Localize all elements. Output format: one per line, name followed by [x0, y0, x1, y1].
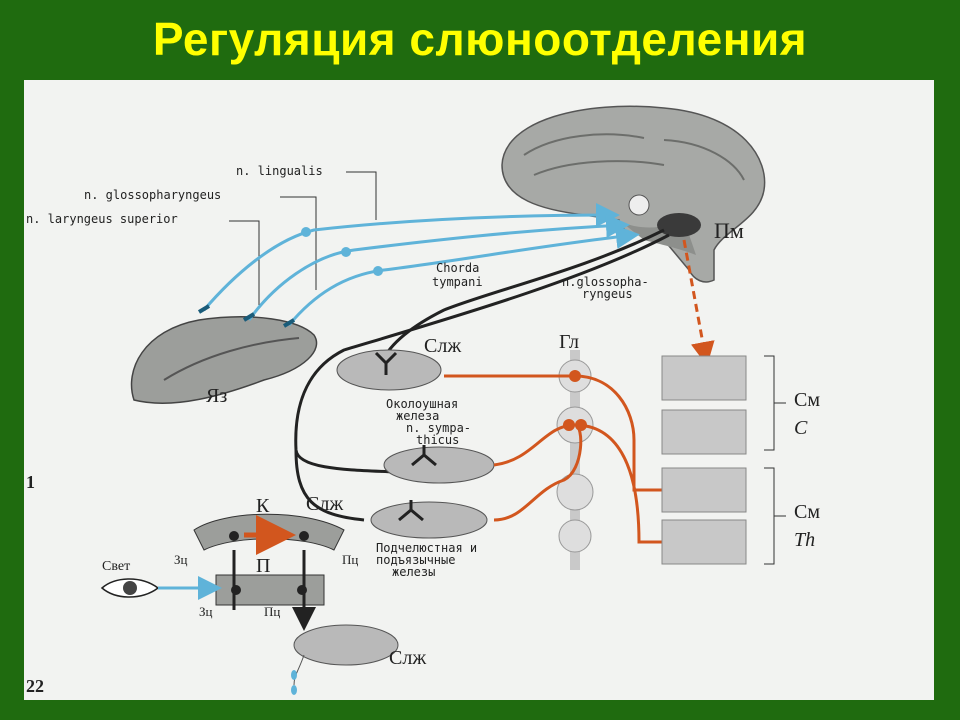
- cortex-label: К: [256, 495, 270, 517]
- n-lingualis-label: n. lingualis: [236, 164, 323, 178]
- subcortex-label: П: [256, 555, 270, 577]
- parotid-label-2: железа: [396, 409, 439, 423]
- glosso-label-1: n.glossopha-: [562, 275, 649, 289]
- pc-top-label: Пц: [342, 552, 358, 567]
- submand-label-2: подъязычные: [376, 553, 455, 567]
- n-laryngeus-label: n. laryngeus superior: [26, 212, 178, 226]
- zc-bot-label: Зц: [199, 604, 213, 619]
- n-glossopharyngeus-label: n. glossopharyngeus: [84, 188, 221, 202]
- pc-bot-label: Пц: [264, 604, 280, 619]
- parotid-gland: [336, 349, 442, 391]
- sm-th-label-2: Th: [794, 529, 815, 551]
- zc-top-label: Зц: [174, 552, 188, 567]
- brain-label: Пм: [714, 218, 744, 243]
- efferent-fibers: [294, 228, 670, 522]
- subcortex-block: [215, 550, 324, 625]
- light-label: Свет: [102, 559, 130, 574]
- chorda-label-1: Chorda: [436, 261, 479, 275]
- page-title: Регуляция слюноотделения: [152, 13, 808, 65]
- glosso-label-2: ryngeus: [582, 287, 633, 301]
- tongue-shape: [130, 316, 318, 404]
- submand-label-3: железы: [392, 565, 435, 579]
- spinal-cord-segments: [661, 355, 747, 565]
- tongue-label: Яз: [206, 385, 227, 407]
- edge-mark: 1: [26, 472, 35, 492]
- gland-label-bot: Слж: [389, 647, 426, 669]
- parotid-label-1: Околоушная: [386, 397, 458, 411]
- diagram-panel: Пм Яз n. lingualis n. glossopharyngeus n…: [24, 80, 934, 700]
- submandibular-gland-2: [370, 500, 488, 539]
- page-number: 22: [26, 676, 44, 696]
- ganglion-label: Гл: [559, 331, 579, 353]
- afferent-fibers: [202, 203, 640, 326]
- sympathetic-chain: [556, 350, 594, 570]
- symp-label-2: thicus: [416, 433, 459, 447]
- symp-label-1: n. sympa-: [406, 421, 471, 435]
- brain-shape: [501, 105, 766, 283]
- gland-label-top: Слж: [424, 335, 461, 357]
- sm-c-label-2: С: [794, 417, 808, 439]
- sm-c-label-1: См: [794, 389, 820, 411]
- gland-label-mid: Слж: [306, 493, 343, 515]
- sm-th-label-1: См: [794, 501, 820, 523]
- eye-icon: [100, 576, 222, 600]
- chorda-label-2: tympani: [432, 275, 483, 289]
- bottom-gland: [291, 624, 399, 695]
- submandibular-gland-1: [383, 445, 495, 484]
- submand-label-1: Подчелюстная и: [376, 541, 477, 555]
- cortex-block: [193, 513, 345, 555]
- salivation-diagram: Пм Яз n. lingualis n. glossopharyngeus n…: [26, 105, 820, 696]
